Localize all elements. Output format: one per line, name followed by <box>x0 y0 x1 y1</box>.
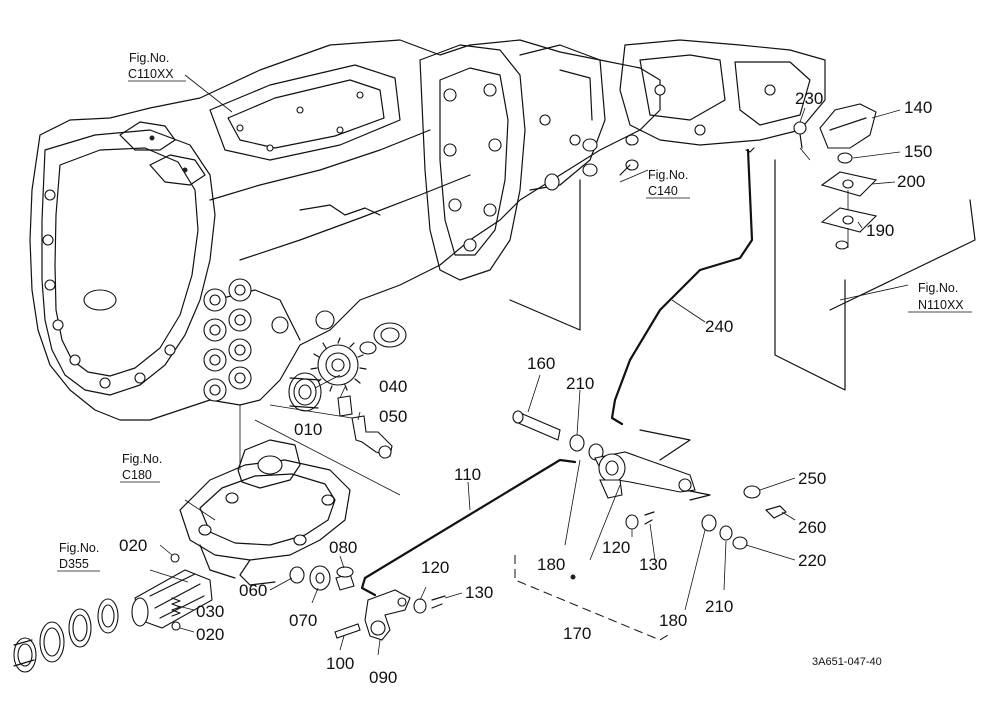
leader <box>589 484 621 561</box>
part-130-cotter <box>644 511 655 525</box>
callout-170: 170 <box>563 624 591 643</box>
svg-text:Fig.No.: Fig.No. <box>918 281 958 295</box>
fig-ref-n110: Fig.No. N110XX <box>908 281 972 313</box>
ref-line <box>269 404 353 419</box>
ref-line <box>254 419 401 496</box>
callout-020: 020 <box>119 536 147 555</box>
svg-text:C140: C140 <box>648 184 678 198</box>
callout-080: 080 <box>329 538 357 557</box>
callout-230: 230 <box>795 89 823 108</box>
ref-line <box>639 429 691 461</box>
svg-text:Fig.No.: Fig.No. <box>129 51 169 65</box>
part-070-washer <box>309 565 331 591</box>
part-100-pin <box>334 623 361 639</box>
part-130-cotter <box>431 595 446 609</box>
callout-210: 210 <box>566 374 594 393</box>
part-060-oring <box>289 566 305 584</box>
callout-220: 220 <box>798 551 826 570</box>
callout-070: 070 <box>289 611 317 630</box>
part-220-nut <box>732 536 748 550</box>
callout-130: 130 <box>465 583 493 602</box>
fig-ref-c180: Fig.No. C180 <box>120 452 162 483</box>
part-180-bushing <box>701 514 717 532</box>
callout-200: 200 <box>897 172 925 191</box>
fig-ref-c140: Fig.No. C140 <box>646 168 690 199</box>
ref-line <box>684 489 711 501</box>
ref-line <box>774 159 846 391</box>
callout-020: 020 <box>196 625 224 644</box>
d355-shaft-assembly <box>13 569 213 673</box>
fig-ref-d355: Fig.No. D355 <box>57 541 100 572</box>
leader-lines <box>149 74 909 656</box>
part-210-washer <box>569 434 585 452</box>
callout-140: 140 <box>904 98 932 117</box>
part-200-plate <box>820 171 878 197</box>
callout-040: 040 <box>379 377 407 396</box>
part-020-ball <box>171 621 181 631</box>
ref-line <box>619 164 631 176</box>
gear-assembly <box>288 322 407 459</box>
svg-text:Fig.No.: Fig.No. <box>59 541 99 555</box>
part-090-lever <box>364 589 411 641</box>
part-080-plug <box>335 566 355 591</box>
callout-120: 120 <box>602 538 630 557</box>
fig-ref-c110: Fig.No. C110XX <box>128 51 186 82</box>
part-020-ball <box>170 553 180 563</box>
bearing <box>359 322 407 355</box>
callout-090: 090 <box>369 668 397 687</box>
svg-text:Fig.No.: Fig.No. <box>648 168 688 182</box>
housing-bosses <box>203 278 335 402</box>
callout-180: 180 <box>659 611 687 630</box>
transmission-housing <box>29 39 826 421</box>
callout-160: 160 <box>527 354 555 373</box>
callout-030: 030 <box>196 602 224 621</box>
callout-180: 180 <box>537 555 565 574</box>
part-210-washer <box>719 525 733 541</box>
shifter-housing <box>179 439 351 586</box>
callout-250: 250 <box>798 469 826 488</box>
callout-050: 050 <box>379 407 407 426</box>
callout-110: 110 <box>454 465 481 484</box>
svg-text:Fig.No.: Fig.No. <box>122 452 162 466</box>
svg-text:D355: D355 <box>59 557 89 571</box>
part-240-rod <box>610 147 755 426</box>
callout-100: 100 <box>326 654 354 673</box>
callout-060: 060 <box>239 581 267 600</box>
callout-130: 130 <box>639 555 667 574</box>
svg-text:C110XX: C110XX <box>128 67 174 81</box>
part-230-bolt <box>793 121 807 149</box>
callout-150: 150 <box>904 142 932 161</box>
part-150-washer <box>837 152 853 164</box>
callout-260: 260 <box>798 518 826 537</box>
part-140-knob <box>819 103 877 149</box>
part-120-washer <box>413 598 427 614</box>
svg-text:N110XX: N110XX <box>918 298 964 312</box>
callout-240: 240 <box>705 317 733 336</box>
part-190-plate <box>820 207 878 233</box>
part-030-spring <box>171 597 181 617</box>
svg-text:C180: C180 <box>122 468 152 482</box>
gear <box>310 337 367 392</box>
callout-010: 010 <box>294 420 322 439</box>
floor-panel <box>829 199 976 311</box>
part-110-rod <box>360 458 577 597</box>
part-010-sleeve <box>288 372 322 412</box>
drawing-code: 3A651-047-40 <box>812 656 882 668</box>
callout-120: 120 <box>421 558 449 577</box>
part-160-pin <box>512 410 561 441</box>
part-050-shifter <box>351 415 393 459</box>
assembly-170-frame <box>514 555 669 641</box>
part-170-arm <box>594 451 696 499</box>
callout-190: 190 <box>866 221 894 240</box>
part-250-washer <box>743 485 761 499</box>
leader <box>684 529 706 611</box>
part-120-washer <box>625 514 639 530</box>
part-040-bracket <box>337 395 353 417</box>
leader <box>564 459 581 546</box>
part-260-clip <box>765 505 787 519</box>
callout-210: 210 <box>705 597 733 616</box>
ref-line <box>509 179 581 331</box>
